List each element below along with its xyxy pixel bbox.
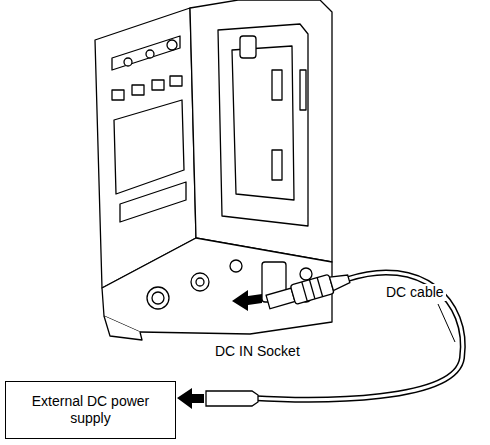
dc-in-socket <box>152 292 164 304</box>
dc-in-socket <box>147 287 169 309</box>
bnc-connector <box>300 268 312 280</box>
battery-latch <box>240 36 256 58</box>
connector <box>230 260 242 272</box>
xlr-socket <box>191 273 209 291</box>
battery-slot <box>272 70 282 100</box>
cover-lid <box>114 100 184 194</box>
plug-rib <box>309 280 315 299</box>
supply-arrow <box>177 388 204 409</box>
battery-plate-inner <box>232 46 294 200</box>
plug-rib <box>302 282 308 301</box>
camera-rear-panel <box>190 0 332 262</box>
plug-boot <box>330 272 351 290</box>
dc-plug <box>265 269 351 311</box>
button <box>170 76 182 86</box>
battery-slot <box>272 150 282 180</box>
dc-cable <box>252 272 463 399</box>
dial <box>167 40 177 50</box>
plug-rib <box>317 278 323 297</box>
cable-connector <box>206 391 258 406</box>
insert-arrow <box>232 290 262 311</box>
switch-strip <box>112 36 180 70</box>
power-supply-box: External DC power supply <box>5 381 176 439</box>
battery-plate <box>218 24 308 226</box>
switch-knob <box>146 50 154 58</box>
switch-knob <box>124 58 132 66</box>
dc-cable <box>252 272 463 399</box>
cover-hinge <box>120 182 186 222</box>
socket-label: DC IN Socket <box>213 343 302 360</box>
leader-line <box>438 304 455 342</box>
plug-tip <box>266 288 295 309</box>
plug-body <box>290 274 334 304</box>
button <box>132 85 144 95</box>
battery-rail <box>300 70 306 110</box>
box-text: External DC power supply <box>6 393 175 427</box>
button <box>152 80 164 90</box>
button <box>112 90 124 100</box>
xlr-socket <box>196 278 204 286</box>
cable-label: DC cable <box>384 284 446 301</box>
camera-foot <box>104 316 142 340</box>
